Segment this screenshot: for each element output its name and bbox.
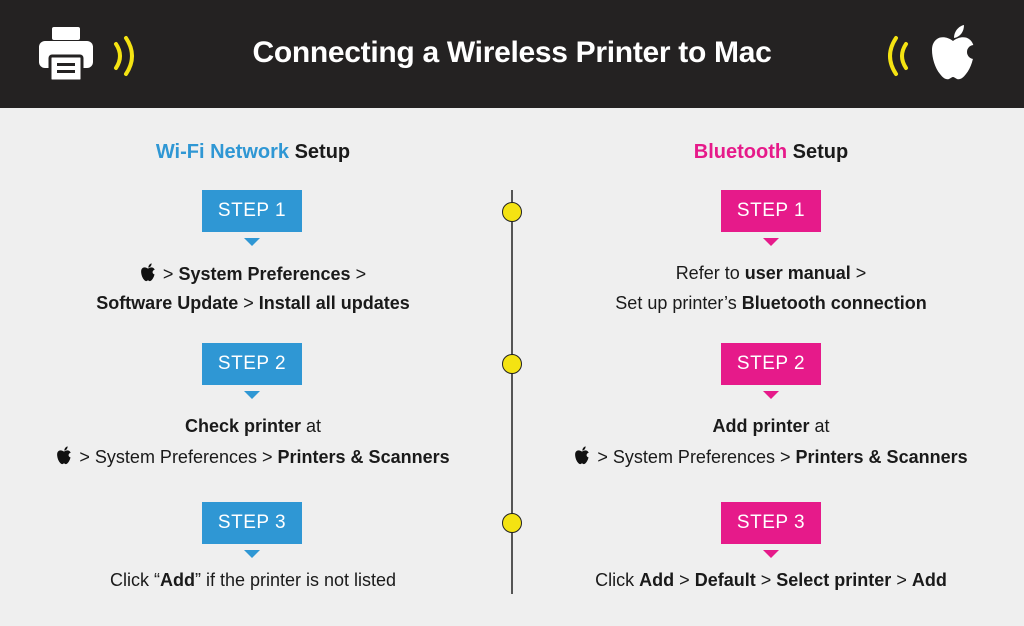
bluetooth-step-2-badge: STEP 2 <box>721 343 821 399</box>
bluetooth-step-3-line-1: Click Add > Default > Select printer > A… <box>595 570 947 590</box>
bluetooth-step-2-line-1: Add printer at <box>712 416 830 436</box>
wireless-signal-icon <box>888 36 908 76</box>
wireless-signal-icon <box>114 36 134 76</box>
apple-logo-icon <box>575 446 591 465</box>
apple-logo-icon <box>932 25 977 80</box>
bluetooth-step-1-line-1: Refer to user manual > <box>675 263 867 283</box>
wifi-step-1-line-1: > System Preferences > <box>0 263 506 285</box>
bluetooth-setup-heading: Bluetooth Setup <box>693 141 849 163</box>
center-divider <box>511 190 513 594</box>
wifi-setup-heading: Wi-Fi Network Setup <box>155 141 351 163</box>
timeline-dot <box>502 354 522 374</box>
bluetooth-step-1-line-2: Set up printer’s Bluetooth connection <box>615 293 927 313</box>
wifi-step-2-badge: STEP 2 <box>202 343 302 399</box>
timeline-dot <box>502 202 522 222</box>
timeline-dot <box>502 513 522 533</box>
printer-icon <box>39 27 93 82</box>
wifi-step-1-line-2: Software Update > Install all updates <box>96 293 410 313</box>
wifi-step-3-badge: STEP 3 <box>202 502 302 558</box>
wifi-step-3-line-1: Click “Add” if the printer is not listed <box>109 570 397 590</box>
bluetooth-step-2-line-2: > System Preferences > Printers & Scanne… <box>518 446 1024 468</box>
wifi-step-2-line-1: Check printer at <box>184 416 322 436</box>
bluetooth-step-1-badge: STEP 1 <box>721 190 821 246</box>
bluetooth-step-3-badge: STEP 3 <box>721 502 821 558</box>
apple-logo-icon <box>57 446 73 465</box>
wifi-step-1-badge: STEP 1 <box>202 190 302 246</box>
page-title: Connecting a Wireless Printer to Mac <box>252 36 772 69</box>
header-bar: Connecting a Wireless Printer to Mac <box>0 0 1024 108</box>
wifi-step-2-line-2: > System Preferences > Printers & Scanne… <box>0 446 506 468</box>
apple-logo-icon <box>141 263 156 282</box>
